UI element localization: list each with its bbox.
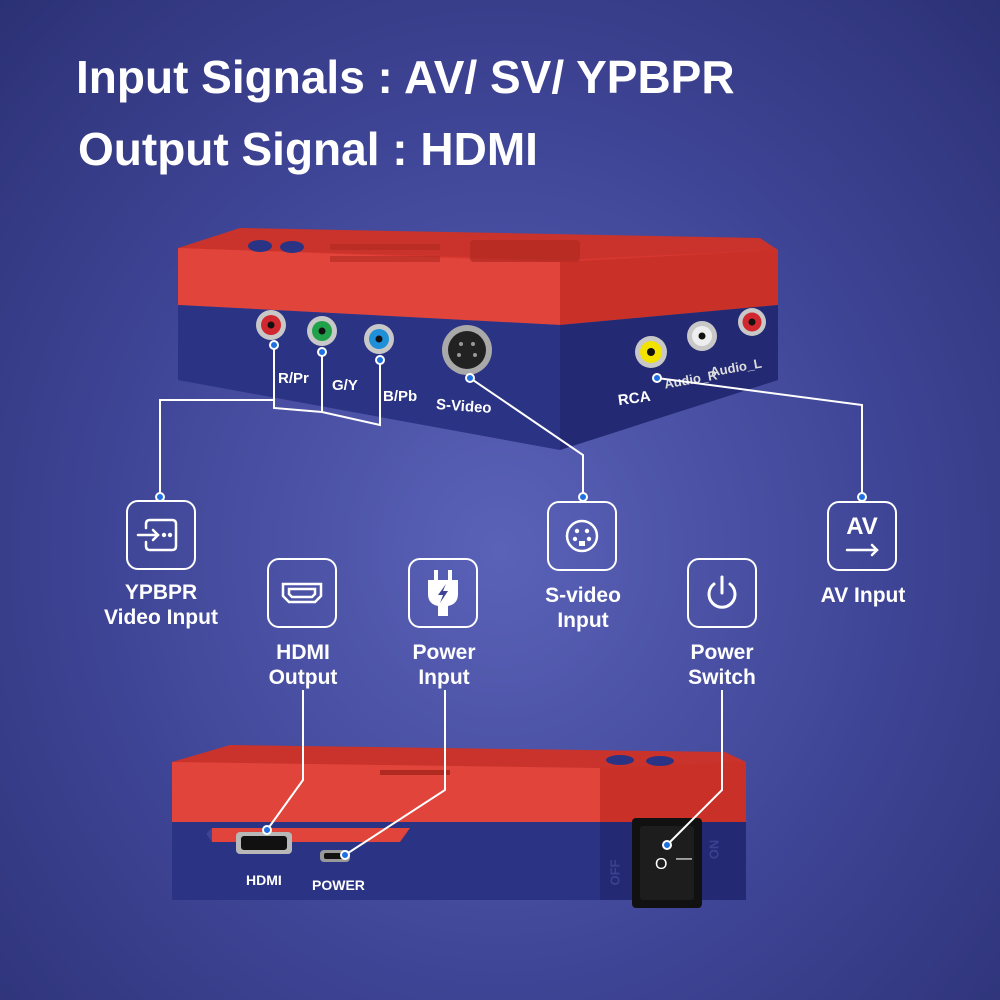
port-label-power: POWER xyxy=(312,877,365,893)
switch-on-mark: — xyxy=(676,850,692,867)
ypbpr-icon xyxy=(126,500,196,570)
av-icon-text: AV xyxy=(846,513,878,540)
av-input-icon: AV xyxy=(827,501,897,571)
av-input-caption: AV Input xyxy=(820,584,906,607)
output-signal-headline: Output Signal : HDMI xyxy=(78,123,538,175)
hdmi-icon xyxy=(267,558,337,628)
port-label-bpb: B/Pb xyxy=(383,388,418,405)
power-button-icon xyxy=(687,558,757,628)
switch-off-label: OFF xyxy=(607,859,623,886)
svideo-icon xyxy=(547,501,617,571)
switch-off-mark: O xyxy=(655,856,668,873)
switch-on-label: ON xyxy=(706,839,722,860)
power-plug-icon xyxy=(408,558,478,628)
input-signals-headline: Input Signals : AV/ SV/ YPBPR xyxy=(76,51,735,103)
port-label-hdmi: HDMI xyxy=(246,872,282,888)
